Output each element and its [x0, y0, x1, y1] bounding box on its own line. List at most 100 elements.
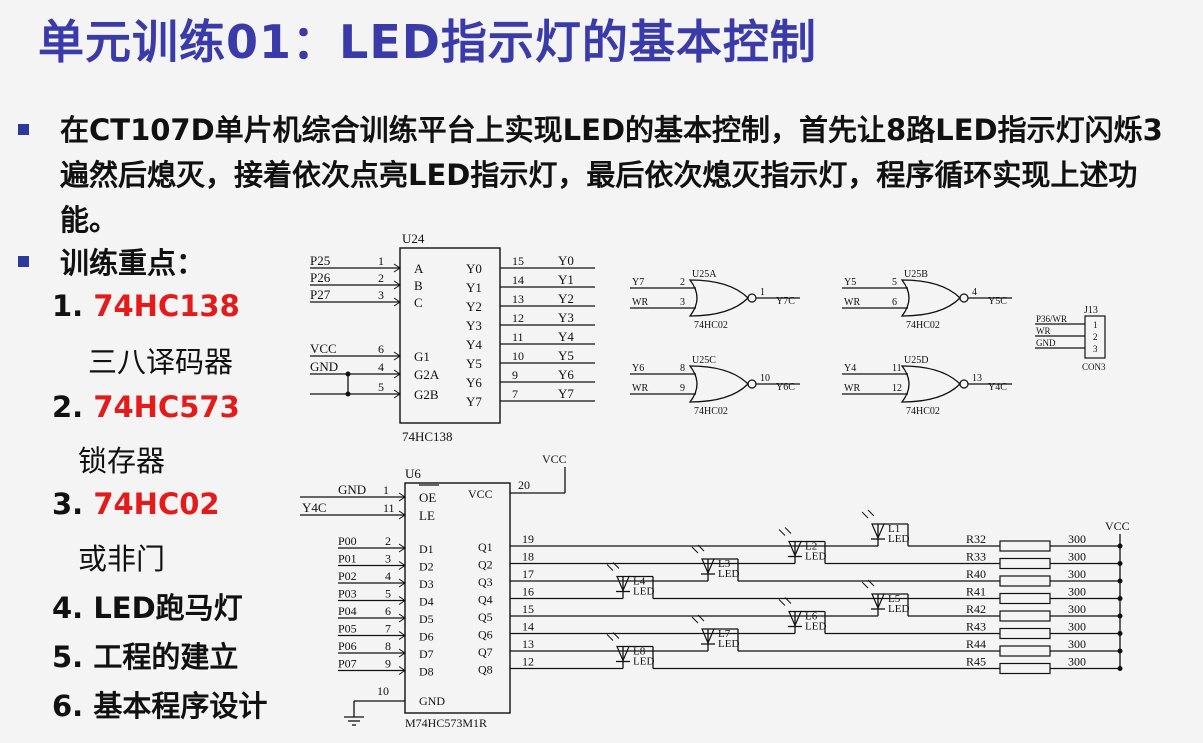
key-point-item: 4. LED跑马灯	[52, 591, 243, 625]
u6-pin-number: 1	[383, 483, 389, 497]
key-point-item: 3. 74HC02	[52, 487, 220, 521]
led-light-arrows	[861, 509, 875, 519]
u24-input-net: P25	[310, 253, 330, 268]
u6-ref-label: U6	[405, 466, 421, 481]
gate-pin-number: 8	[680, 363, 685, 374]
u6-data-net: P02	[338, 569, 357, 583]
j13-net-label: WR	[1036, 326, 1051, 336]
gate-input-net: Y5	[844, 277, 856, 288]
u6-pin-name: Q6	[478, 628, 493, 642]
u6-pin-name: Q2	[478, 558, 493, 572]
u24-pin-number: 6	[378, 342, 384, 356]
j13-pin-number: 2	[1093, 332, 1098, 342]
nor-gate-symbol	[900, 365, 961, 403]
u24-pin-number: 3	[378, 288, 384, 302]
pin-arrow	[393, 369, 401, 379]
j13-connector-body	[1084, 315, 1106, 359]
u24-pin-name: C	[414, 295, 423, 310]
gate-input-net: WR	[844, 383, 860, 394]
u24-part-label: 74HC138	[402, 429, 453, 444]
gate-pin-number: 1	[760, 287, 765, 298]
u6-pin-name: D1	[419, 542, 434, 556]
u24-input-net: P27	[310, 287, 331, 302]
u6-data-net: P06	[338, 639, 357, 653]
led-ref-label: L2	[805, 541, 817, 553]
u6-pin-number: 4	[385, 569, 391, 583]
u6-pin-name: D5	[419, 612, 434, 626]
u24-pin-number: 12	[512, 311, 524, 325]
j13-pin-number: 1	[1093, 320, 1098, 330]
u6-pin-number: 19	[522, 532, 534, 546]
gate-pin-number: 12	[892, 383, 902, 394]
item-label: 基本程序设计	[93, 689, 268, 723]
led-light-arrows	[778, 597, 792, 606]
pin-arrow	[398, 510, 406, 520]
nor-gate-symbol	[688, 279, 749, 317]
u6-pin-name: D7	[419, 647, 434, 661]
resistor-ref-label: R32	[966, 532, 986, 546]
item-subtitle: 三八译码器	[88, 345, 234, 379]
u24-pin-number: 7	[512, 387, 518, 401]
u6-pin-number: 12	[522, 655, 534, 669]
u24-pin-name: A	[414, 261, 424, 276]
u24-pin-number: 2	[378, 271, 384, 285]
u24-pin-name: Y6	[466, 375, 482, 390]
j13-net-label: GND	[1036, 338, 1056, 348]
gate-ref-label: U25D	[904, 355, 928, 366]
pin-arrow	[398, 578, 406, 588]
bullet-marker	[18, 256, 29, 267]
resistor-value-label: 300	[1068, 637, 1086, 651]
gate-ref-label: U25B	[904, 269, 928, 280]
u6-pin-name: Q4	[478, 593, 493, 607]
u6-pin-number: 13	[522, 637, 534, 651]
pin-arrow	[393, 263, 401, 273]
u6-pin-name: D2	[419, 560, 434, 574]
led-ref-label: L8	[633, 646, 646, 658]
item-label: 74HC138	[93, 289, 240, 323]
resistor-value-label: 300	[1068, 550, 1086, 564]
gate-ref-label: U25A	[692, 269, 717, 280]
resistor-ref-label: R41	[966, 585, 986, 599]
u6-pin-name: GND	[419, 694, 445, 708]
pin-arrow	[393, 351, 401, 361]
u24-input-net: GND	[310, 359, 338, 374]
u24-pin-number: 1	[378, 254, 384, 268]
slide-title: 单元训练01：LED指示灯的基本控制	[38, 15, 817, 69]
u6-pin-name: Q1	[478, 540, 493, 554]
item-label: 74HC573	[93, 390, 240, 424]
u6-pin-name: LE	[419, 508, 435, 523]
pin-arrow	[398, 666, 406, 675]
gate-pin-number: 5	[892, 277, 897, 288]
vcc-label: VCC	[542, 452, 567, 466]
u6-pin-name: OE	[419, 490, 436, 505]
led-type-label: LED	[633, 656, 654, 668]
led-symbol	[701, 628, 715, 645]
u6-pin-name: D3	[419, 577, 434, 591]
pin-arrow	[393, 297, 401, 307]
led-light-arrows	[778, 527, 792, 536]
gate-pin-number: 2	[680, 277, 685, 288]
u24-pin-number: 5	[378, 380, 384, 394]
u6-pin-number: 18	[522, 550, 534, 564]
u24-output-net: Y7	[558, 386, 574, 401]
u24-pin-name: Y1	[466, 280, 482, 295]
gate-pin-number: 13	[972, 373, 982, 384]
gate-part-label: 74HC02	[906, 320, 940, 331]
j13-part-label: CON3	[1082, 362, 1106, 372]
gate-input-net: Y6	[632, 363, 644, 374]
junction-dot	[345, 371, 351, 377]
u6-pin-name: Q8	[478, 663, 493, 677]
led-symbol	[616, 645, 630, 663]
task-description: 在CT107D单片机综合训练平台上实现LED的基本控制，首先让8路LED指示灯闪…	[60, 113, 1163, 237]
u24-output-net: Y4	[558, 329, 574, 344]
led-ref-label: L7	[718, 628, 731, 640]
pin-arrow	[398, 631, 406, 640]
u6-pin-name: D6	[419, 630, 434, 644]
j13-pin-number: 3	[1093, 344, 1098, 354]
led-symbol	[788, 610, 802, 628]
resistor-ref-label: R44	[966, 637, 986, 651]
resistor-symbol	[999, 610, 1051, 622]
item-subtitle: 或非门	[78, 542, 166, 576]
key-point-item: 6. 基本程序设计	[52, 689, 268, 723]
gate-output-net: Y6C	[776, 382, 795, 393]
